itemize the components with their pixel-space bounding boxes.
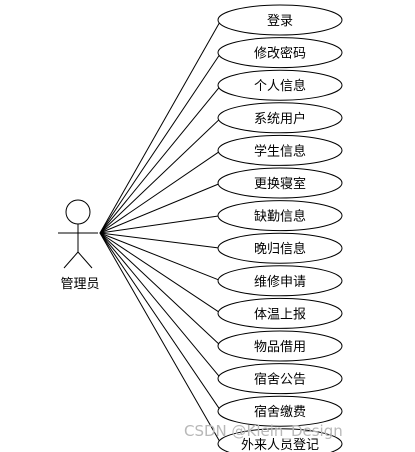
actor-left-leg: [63, 251, 79, 269]
use-case-label: 外来人员登记: [241, 438, 319, 452]
use-case: 系统用户: [217, 102, 343, 134]
use-case: 学生信息: [217, 134, 343, 166]
use-case-label: 登录: [267, 14, 293, 29]
use-case-ellipse: [217, 395, 343, 427]
use-case-ellipse: [217, 69, 343, 101]
association-line: [99, 149, 222, 234]
use-case: 缺勤信息: [217, 200, 343, 232]
association-line: [99, 232, 222, 282]
association-line: [99, 232, 222, 412]
use-case-label: 宿舍公告: [254, 372, 306, 388]
use-case-ellipse: [217, 4, 343, 36]
use-case-label: 修改密码: [254, 46, 306, 62]
use-case-label: 体温上报: [254, 307, 306, 322]
use-case-ellipse: [217, 232, 343, 264]
use-case-list: 登录修改密码个人信息系统用户学生信息更换寝室缺勤信息晚归信息维修申请体温上报物品…: [217, 4, 343, 452]
use-case-ellipse: [217, 37, 343, 69]
use-case: 晚归信息: [217, 232, 343, 264]
use-case-ellipse: [217, 102, 343, 134]
association-lines: [99, 19, 222, 445]
use-case: 宿舍缴费: [217, 395, 343, 427]
use-case-label: 更换寝室: [254, 176, 306, 192]
association-line: [99, 19, 222, 234]
use-case-ellipse: [217, 265, 343, 297]
use-case: 体温上报: [217, 297, 343, 329]
use-case: 个人信息: [217, 69, 343, 101]
actor-name: 管理员: [60, 277, 99, 292]
use-case-label: 缺勤信息: [254, 209, 306, 225]
association-line: [99, 232, 222, 445]
use-case-label: 系统用户: [254, 111, 306, 127]
watermark: CSDN @Klein_Design: [184, 422, 343, 440]
use-case: 登录: [217, 4, 343, 36]
use-case: 修改密码: [217, 37, 343, 69]
use-case-label: 个人信息: [254, 78, 306, 94]
use-case-ellipse: [217, 134, 343, 166]
use-case: 外来人员登记: [217, 428, 343, 452]
association-line: [99, 232, 222, 249]
use-case-label: 物品借用: [254, 340, 306, 355]
use-case-label: 宿舍缴费: [254, 404, 306, 420]
use-case: 物品借用: [217, 330, 343, 362]
use-case: 宿舍公告: [217, 363, 343, 395]
association-line: [99, 215, 222, 234]
actor-head: [65, 199, 91, 225]
actor-figure: 管理员: [58, 199, 100, 292]
use-case: 维修申请: [217, 265, 343, 297]
actor-right-leg: [77, 251, 93, 269]
association-line: [99, 232, 222, 314]
use-case-ellipse: [217, 167, 343, 199]
use-case-ellipse: [217, 363, 343, 395]
association-line: [99, 232, 222, 379]
use-case-label: 维修申请: [254, 275, 306, 290]
association-line: [99, 84, 222, 234]
use-case: 更换寝室: [217, 167, 343, 199]
association-line: [99, 182, 222, 234]
use-case-label: 学生信息: [254, 143, 306, 159]
association-line: [99, 52, 222, 234]
use-case-ellipse: [217, 297, 343, 329]
association-line: [99, 232, 222, 347]
use-case-ellipse: [217, 428, 343, 452]
use-case-label: 晚归信息: [254, 241, 306, 257]
use-case-ellipse: [217, 200, 343, 232]
association-line: [99, 117, 222, 234]
use-case-ellipse: [217, 330, 343, 362]
